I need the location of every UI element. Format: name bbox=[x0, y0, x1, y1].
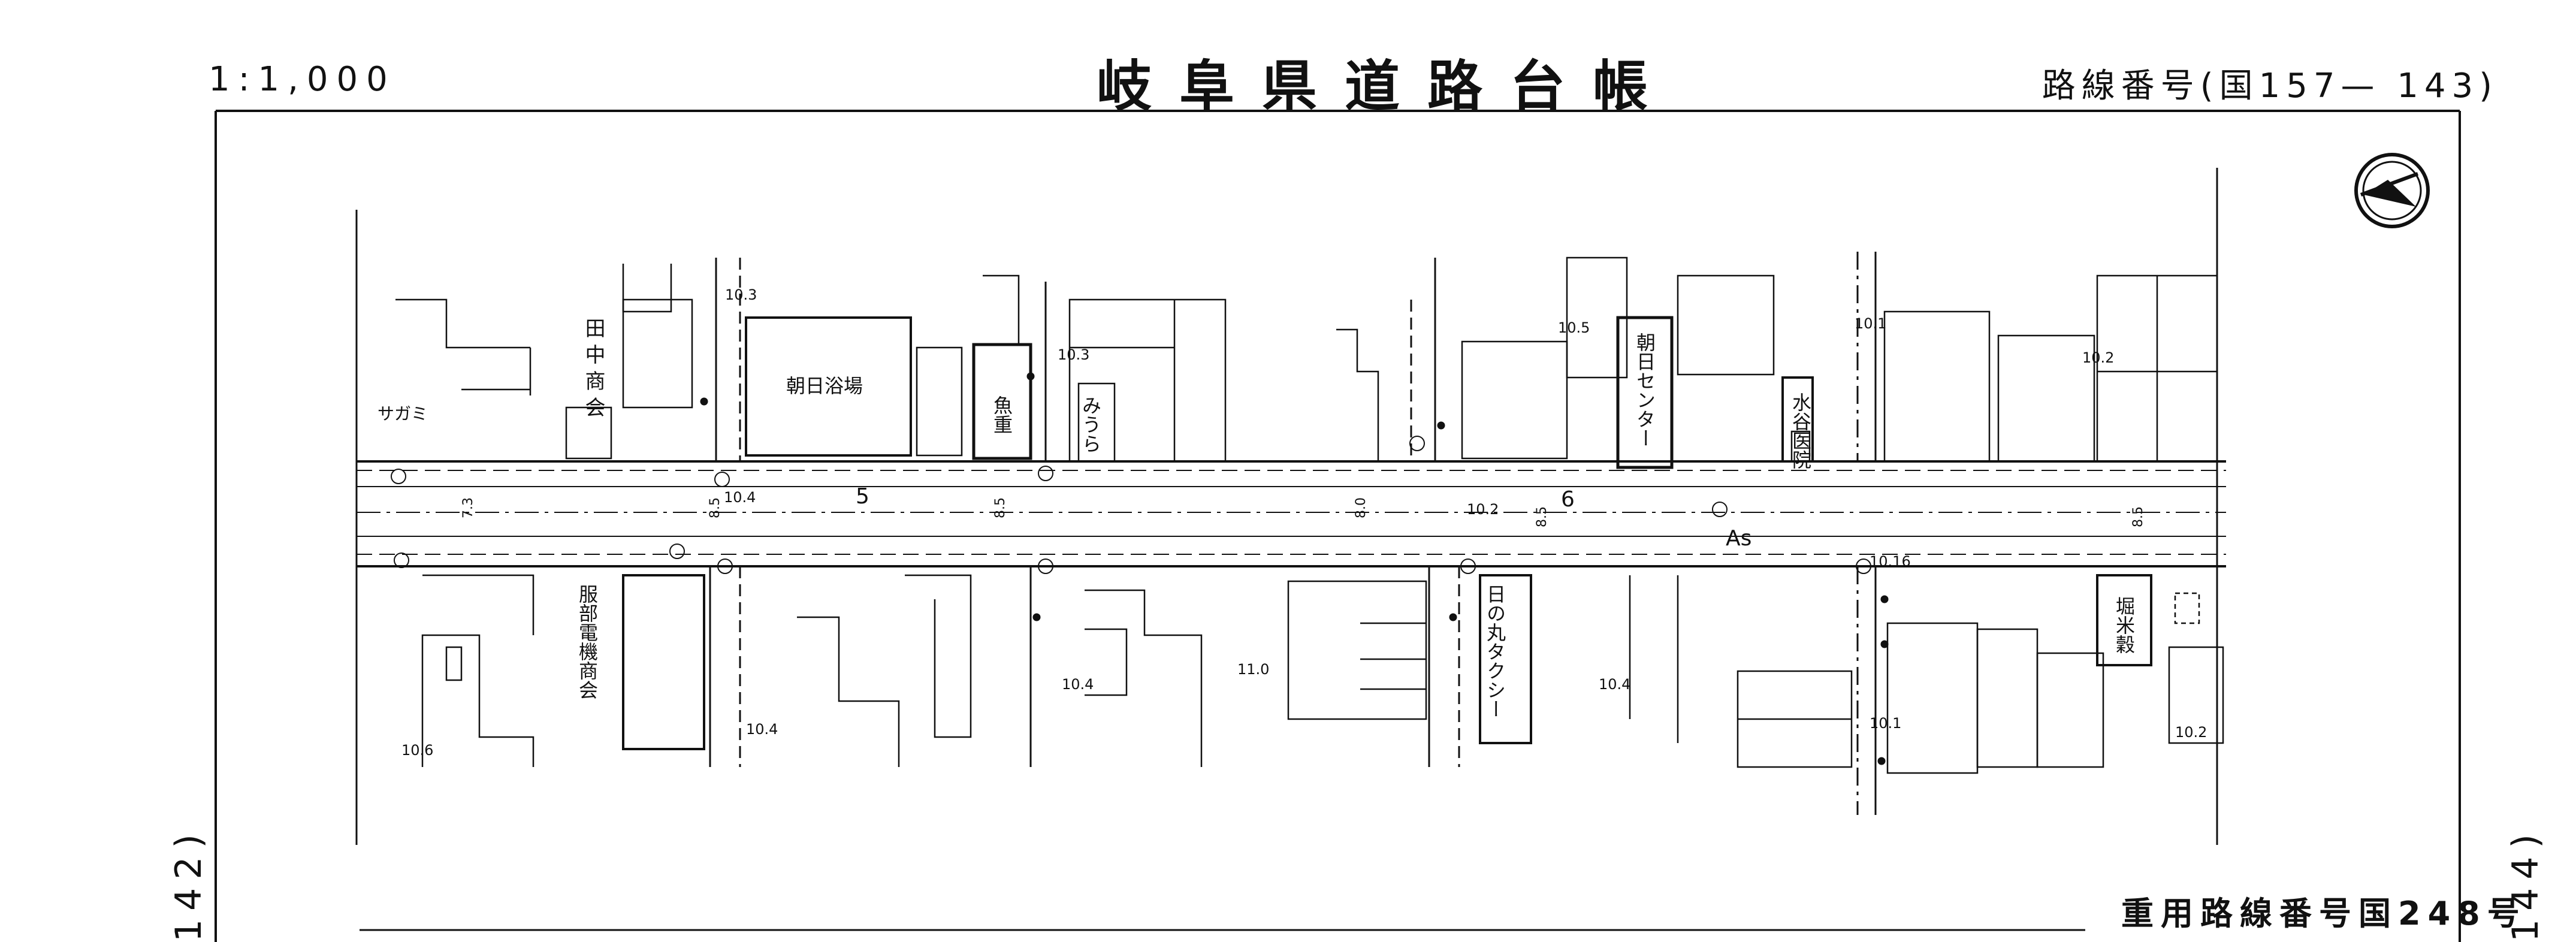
elev-road-a: 10.4 bbox=[724, 489, 756, 506]
map-scale: 1:1,000 bbox=[209, 60, 396, 99]
label-mizutani: 水谷医院 bbox=[1789, 393, 1812, 469]
symbol-t-5 bbox=[717, 558, 733, 574]
cross-streets bbox=[709, 252, 1877, 815]
elev-top-a: 10.3 bbox=[725, 286, 757, 303]
utility-pole-4 bbox=[1880, 595, 1889, 603]
width-c: 8.5 bbox=[993, 497, 1008, 518]
surface-label: As bbox=[1726, 526, 1751, 551]
label-asahi-yoku: 朝日浴場 bbox=[786, 375, 863, 397]
drawing-area-bounds bbox=[355, 168, 2218, 845]
elev-bot-b: 10.4 bbox=[746, 721, 778, 738]
label-sagami: サガミ bbox=[378, 404, 428, 424]
elev-top-c: 10.5 bbox=[1558, 319, 1590, 336]
label-horimai: 堀米穀 bbox=[2113, 596, 2136, 654]
road-furniture-symbols bbox=[391, 372, 1889, 765]
width-d: 8.0 bbox=[1354, 497, 1369, 518]
width-b: 8.5 bbox=[708, 497, 723, 518]
north-side-parcels bbox=[395, 256, 2218, 469]
symbol-t-7 bbox=[1460, 558, 1476, 574]
elev-bot-f: 10.1 bbox=[1870, 715, 1901, 732]
symbol-t-1 bbox=[391, 469, 406, 484]
elevation-labels: 10.3 10.3 10.5 10.1 10.2 10.4 10.2 10.16… bbox=[401, 286, 2207, 759]
page-title: 岐阜県道路台帳 bbox=[1097, 55, 1676, 119]
utility-pole-3 bbox=[1437, 421, 1445, 430]
utility-pole-5 bbox=[1880, 640, 1889, 648]
label-asahi-center: 朝日センター bbox=[1633, 333, 1656, 448]
elev-bot-c: 10.4 bbox=[1062, 676, 1094, 693]
station-6: 6 bbox=[1561, 487, 1575, 512]
road-labels: As 5 6 7.3 8.5 8.5 8.0 8.5 8.5 bbox=[461, 484, 2146, 551]
width-e: 8.5 bbox=[1535, 506, 1550, 527]
route-number: 路線番号(国157— 143) bbox=[2042, 67, 2498, 105]
utility-pole-2 bbox=[1026, 372, 1035, 381]
label-miura: みうら bbox=[1079, 395, 1102, 453]
road bbox=[357, 460, 2226, 567]
width-f: 8.5 bbox=[2131, 506, 2146, 527]
symbol-t-2 bbox=[714, 472, 730, 487]
elev-bot-a: 10.6 bbox=[401, 742, 433, 759]
symbol-f-3 bbox=[1712, 502, 1728, 517]
overlap-route-label: 重用路線番号国248号 bbox=[2121, 895, 2527, 932]
elev-bot-d: 11.0 bbox=[1237, 661, 1269, 678]
label-tanaka: 田中商会 bbox=[581, 318, 605, 423]
utility-pole-7 bbox=[1449, 613, 1457, 621]
label-uoju: 魚重 bbox=[990, 395, 1013, 434]
symbol-f-1 bbox=[669, 544, 685, 559]
symbol-t-6 bbox=[1038, 558, 1053, 574]
symbol-t-3 bbox=[1038, 466, 1053, 481]
label-hattori: 服部電機商会 bbox=[576, 584, 599, 699]
north-arrow-icon bbox=[2354, 153, 2430, 228]
elev-bot-g: 10.2 bbox=[2175, 724, 2207, 741]
elev-bot-e: 10.4 bbox=[1599, 676, 1630, 693]
building-labels: 田中商会 朝日浴場 魚重 みうら 朝日センター 水谷医院 服部電機商会 日の丸タ… bbox=[378, 318, 2136, 718]
south-side-parcels bbox=[421, 574, 2224, 774]
utility-pole-1 bbox=[700, 397, 708, 406]
utility-pole-8 bbox=[1032, 613, 1041, 621]
width-a: 7.3 bbox=[461, 497, 476, 518]
symbol-f-2 bbox=[1409, 436, 1425, 451]
label-hinomaru: 日の丸タクシー bbox=[1484, 584, 1506, 718]
elev-top-b: 10.3 bbox=[1058, 346, 1089, 363]
map-frame bbox=[215, 110, 2461, 942]
elev-road-c: 10.16 bbox=[1870, 553, 1911, 570]
elev-top-d: 10.1 bbox=[1855, 315, 1886, 332]
utility-pole-6 bbox=[1877, 757, 1886, 765]
symbol-t-4 bbox=[394, 552, 409, 568]
elev-road-b: 10.2 bbox=[1467, 501, 1499, 518]
station-5: 5 bbox=[856, 484, 869, 509]
elev-top-e: 10.2 bbox=[2082, 349, 2114, 366]
symbol-t-8 bbox=[1856, 558, 1871, 574]
